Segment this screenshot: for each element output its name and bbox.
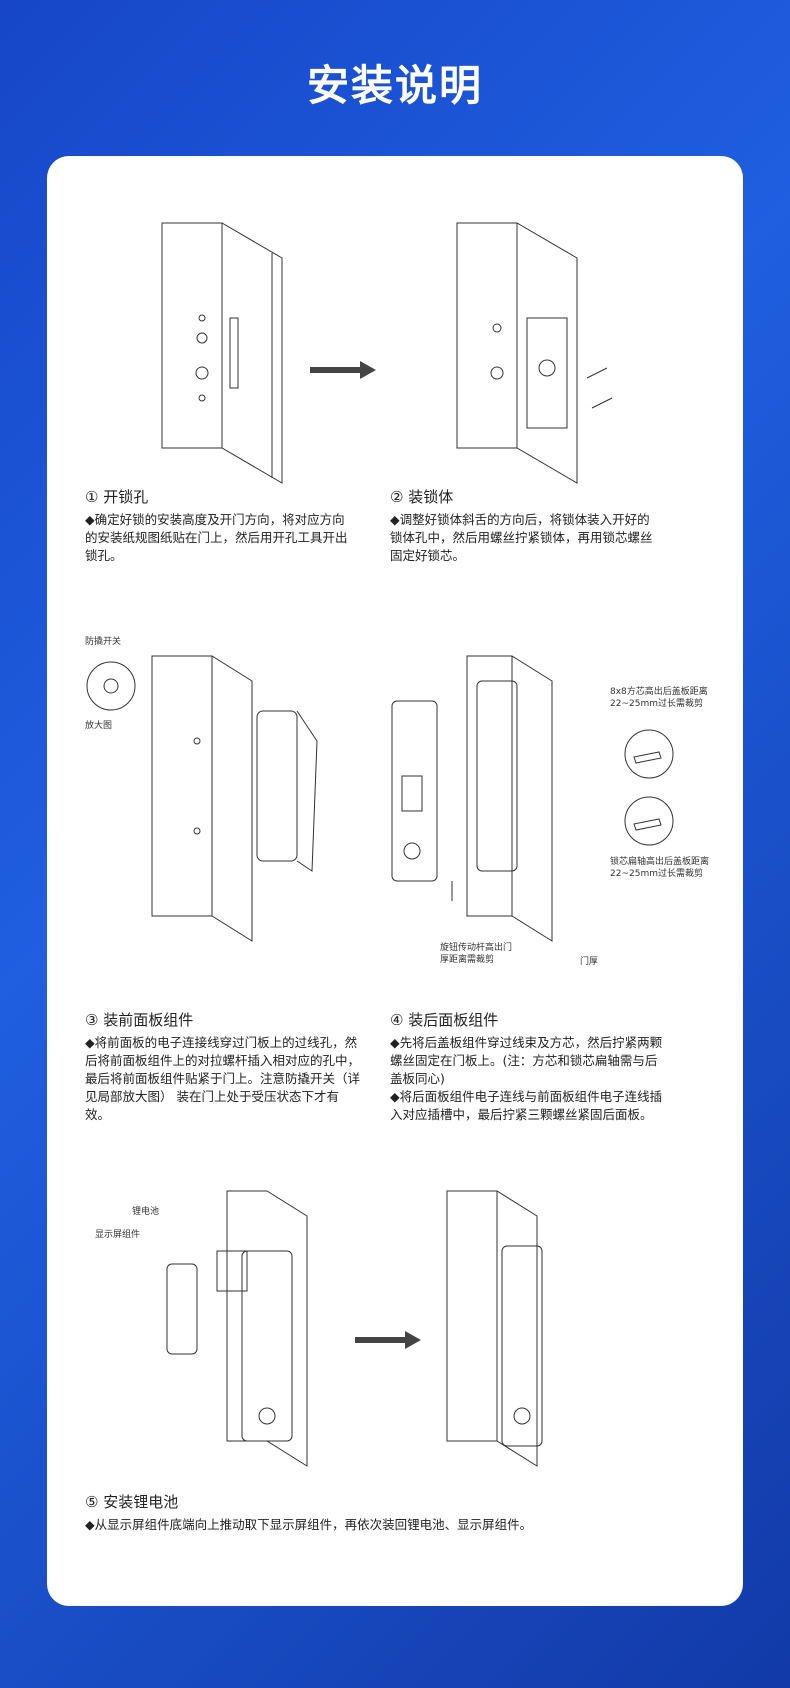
front-panel-illustration [151, 655, 318, 942]
rear-panel-illustration [391, 655, 553, 942]
label-knob-rod: 旋钮传动杆高出门厚距离需裁剪 [440, 943, 513, 965]
step-title: ② 装锁体 [390, 488, 454, 506]
label-square-spindle: 8x8方芯高出后盖板距离22~25mm过长需裁剪 [610, 687, 708, 709]
tamper-zoom-icon [86, 661, 136, 711]
label-zoom: 放大图 [85, 721, 113, 731]
battery-removal-illustration [166, 1190, 308, 1467]
label-tamper: 防撬开关 [85, 637, 122, 647]
step-text: ◆将后面板组件电子连线与前面板组件电子连线插入对应插槽中，最后拧紧三颗螺丝紧固后… [390, 1089, 663, 1122]
step-arrow [355, 1331, 421, 1349]
label-flat-spindle: 锁芯扁轴高出后盖板距离22~25mm过长需裁剪 [610, 857, 710, 879]
step-3: ③ 装前面板组件 ◆将前面板的电子连接线穿过门板上的过线孔，然后将前面板组件上的对… [85, 1009, 360, 1124]
step-arrow [310, 361, 376, 379]
lock-body-illustration [456, 222, 613, 484]
instruction-card: ① 开锁孔 ◆确定好锁的安装高度及开门方向，将对应方向的安装纸规图纸贴在门上，然后… [47, 156, 743, 1606]
flat-spindle-zoom-icon [624, 796, 674, 846]
label-door-thickness: 门厚 [580, 957, 599, 967]
label-display: 显示屏组件 [95, 1230, 141, 1240]
step-text: ◆确定好锁的安装高度及开门方向，将对应方向的安装纸规图纸贴在门上，然后用开孔工具… [85, 512, 348, 563]
step-title: ⑤ 安装锂电池 [85, 1493, 179, 1511]
step-text: ◆先将后盖板组件穿过线束及方芯，然后拧紧两颗螺丝固定在门板上。(注：方芯和锁芯扁… [390, 1035, 663, 1086]
step-text: ◆从显示屏组件底端向上推动取下显示屏组件，再依次装回锂电池、显示屏组件。 [85, 1517, 533, 1532]
step-1: ① 开锁孔 ◆确定好锁的安装高度及开门方向，将对应方向的安装纸规图纸贴在门上，然后… [85, 486, 355, 565]
door-drilled-illustration [161, 222, 283, 484]
step-title: ③ 装前面板组件 [85, 1011, 194, 1029]
page-title: 安装说明 [306, 61, 483, 110]
step-text: ◆将前面板的电子连接线穿过门板上的过线孔，然后将前面板组件上的对拉螺杆插入相对应… [85, 1035, 361, 1122]
step-5: ⑤ 安装锂电池 ◆从显示屏组件底端向上推动取下显示屏组件，再依次装回锂电池、显示屏… [85, 1491, 685, 1534]
step-title: ④ 装后面板组件 [390, 1011, 499, 1029]
step-4: ④ 装后面板组件 ◆先将后盖板组件穿过线束及方芯，然后拧紧两颗螺丝固定在门板上。(… [390, 1009, 665, 1124]
step-title: ① 开锁孔 [85, 488, 149, 506]
label-battery: 锂电池 [132, 1207, 160, 1217]
square-spindle-zoom-icon [624, 729, 674, 779]
step-text: ◆调整好锁体斜舌的方向后，将锁体装入开好的锁体孔中，然后用螺丝拧紧锁体，再用锁芯… [390, 512, 653, 563]
step-2: ② 装锁体 ◆调整好锁体斜舌的方向后，将锁体装入开好的锁体孔中，然后用螺丝拧紧锁体… [390, 486, 660, 565]
battery-installed-illustration [446, 1190, 543, 1467]
